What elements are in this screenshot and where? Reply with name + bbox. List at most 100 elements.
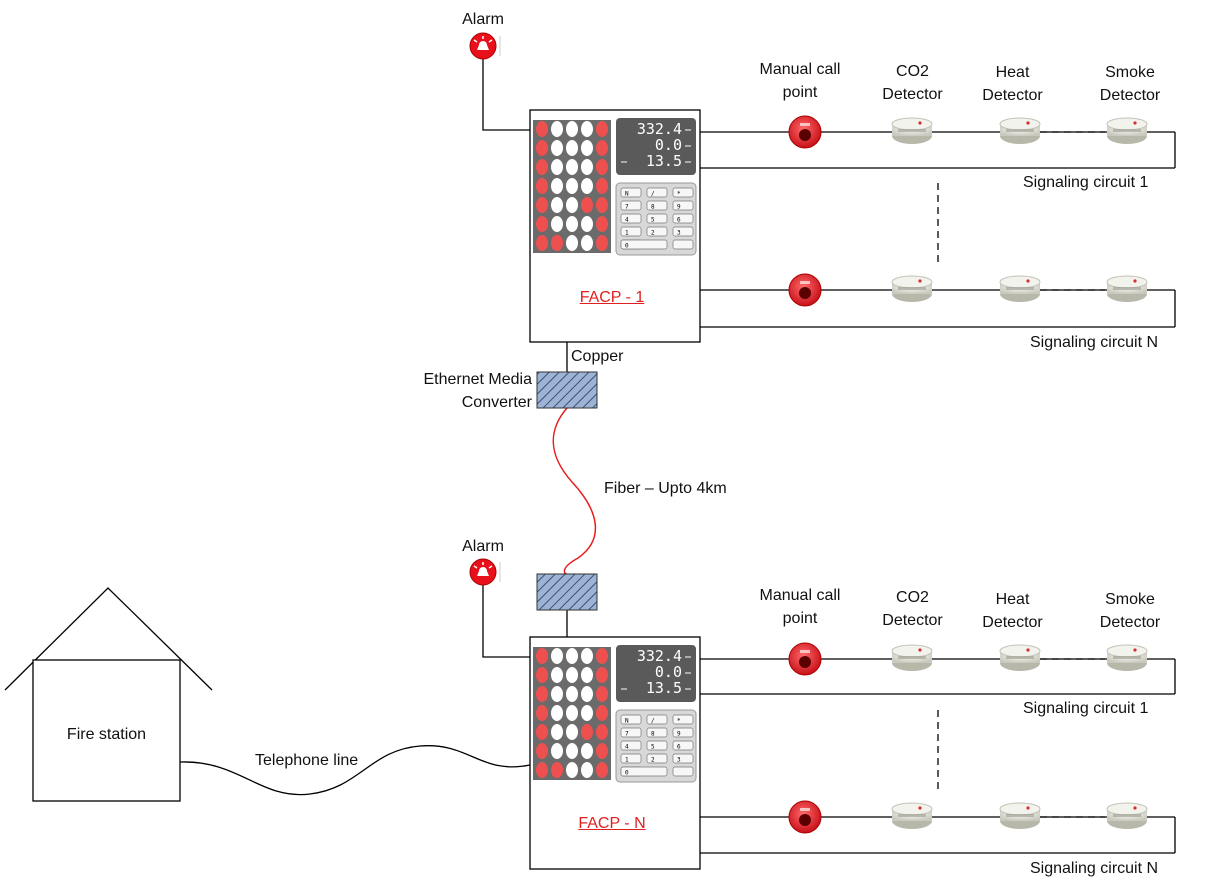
keypad-key[interactable] [672, 226, 694, 237]
status-led [536, 667, 548, 683]
status-led [581, 724, 593, 740]
co2-detector-label: CO2 Detector [882, 589, 943, 629]
smoke-detector-icon [1106, 644, 1148, 672]
manual-call-point-icon [788, 115, 822, 149]
co2-detector-icon [891, 644, 933, 672]
heat-detector-icon [999, 802, 1041, 830]
keypad-key[interactable] [646, 226, 668, 237]
status-led [551, 743, 563, 759]
keypad-key[interactable] [672, 187, 694, 198]
signaling-circuit-first-label: Signaling circuit 1 [1023, 700, 1149, 717]
status-led [581, 159, 593, 175]
keypad-key-label: 3 [677, 230, 681, 237]
keypad-key-label: / [651, 718, 655, 725]
keypad-key-label: 1 [625, 230, 629, 237]
keypad-key[interactable] [620, 200, 642, 211]
status-led [596, 705, 608, 721]
alarm-icon [469, 32, 501, 60]
status-led [551, 140, 563, 156]
keypad-key[interactable] [672, 753, 694, 764]
keypad-key-label: 5 [651, 217, 655, 224]
fiber-cable [552, 407, 597, 575]
status-led [596, 686, 608, 702]
keypad-key-label: 2 [651, 757, 655, 764]
keypad-key-label: 5 [651, 744, 655, 751]
fiber-label: Fiber – Upto 4km [604, 480, 727, 497]
keypad-key-label: 7 [625, 731, 629, 738]
heat-detector-label: Heat Detector [982, 591, 1043, 631]
smoke-detector-icon [1106, 275, 1148, 303]
keypad-zero-key[interactable] [620, 239, 668, 250]
keypad-key[interactable] [620, 226, 642, 237]
alarm-icon [469, 558, 501, 586]
bottom-wiring [482, 574, 1176, 854]
manual-call-point-label: Manual call point [759, 587, 841, 627]
copper-label: Copper [571, 348, 624, 365]
status-led [566, 705, 578, 721]
status-led [566, 159, 578, 175]
manual-call-point-icon [788, 642, 822, 676]
media-converter-label: Ethernet Media Converter [423, 371, 532, 411]
display-reading: 13.5 [646, 152, 682, 170]
status-led [536, 724, 548, 740]
keypad-key[interactable] [620, 714, 642, 725]
keypad-key[interactable] [672, 727, 694, 738]
keypad-key-label: / [651, 191, 655, 198]
status-led [596, 140, 608, 156]
keypad-key[interactable] [672, 714, 694, 725]
display-reading: 0.0 [655, 663, 682, 681]
alarm-label: Alarm [462, 11, 504, 28]
telephone-line-label: Telephone line [255, 752, 359, 769]
status-led [566, 197, 578, 213]
keypad-key-label: 2 [651, 230, 655, 237]
keypad-key[interactable] [620, 753, 642, 764]
keypad-key[interactable] [672, 740, 694, 751]
keypad-enter-key[interactable] [672, 766, 694, 777]
keypad-key[interactable] [620, 187, 642, 198]
status-led [536, 178, 548, 194]
keypad-key[interactable] [672, 213, 694, 224]
status-led [551, 159, 563, 175]
heat-detector-icon [999, 275, 1041, 303]
keypad-key-label: 0 [625, 770, 629, 777]
status-led [581, 705, 593, 721]
status-led [566, 140, 578, 156]
status-led [596, 762, 608, 778]
status-led [596, 648, 608, 664]
status-led [566, 724, 578, 740]
signaling-circuit-last-label: Signaling circuit N [1030, 860, 1159, 877]
keypad-enter-key[interactable] [672, 239, 694, 250]
status-led [581, 743, 593, 759]
keypad-key-label: 6 [677, 744, 681, 751]
status-led [566, 235, 578, 251]
keypad-key-label: 0 [625, 243, 629, 250]
keypad-key[interactable] [620, 727, 642, 738]
keypad-key[interactable] [672, 200, 694, 211]
keypad-key[interactable] [646, 200, 668, 211]
display-reading: 332.4 [637, 647, 682, 665]
status-led [536, 197, 548, 213]
keypad-key-label: 9 [677, 731, 681, 738]
status-led [551, 235, 563, 251]
status-led [536, 216, 548, 232]
smoke-detector-icon [1106, 802, 1148, 830]
keypad-key[interactable] [646, 727, 668, 738]
keypad-key[interactable] [620, 213, 642, 224]
keypad-key[interactable] [620, 740, 642, 751]
keypad-key-label: * [677, 191, 681, 198]
smoke-detector-label: Smoke Detector [1099, 591, 1161, 631]
keypad-zero-key[interactable] [620, 766, 668, 777]
media-converter-top [536, 371, 598, 409]
status-led [536, 140, 548, 156]
keypad-key[interactable] [646, 714, 668, 725]
status-led [596, 216, 608, 232]
keypad-key[interactable] [646, 213, 668, 224]
status-led [536, 648, 548, 664]
keypad-key[interactable] [646, 753, 668, 764]
status-led [551, 667, 563, 683]
top-wiring [482, 46, 1176, 372]
keypad-key[interactable] [646, 187, 668, 198]
status-led [596, 178, 608, 194]
keypad-key[interactable] [646, 740, 668, 751]
panel-display [616, 645, 696, 702]
